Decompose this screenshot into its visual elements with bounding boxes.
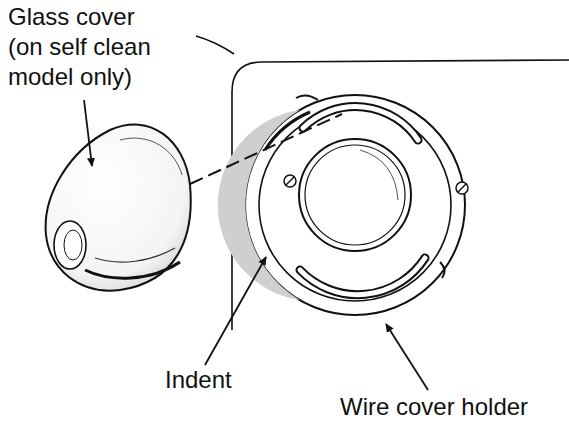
part-label: Wire cover holder [340,392,569,422]
wire-cover-holder [218,95,468,315]
glass-cover [46,124,191,290]
alignment-line [190,114,342,184]
leader-line [84,100,92,166]
part-label: Indent [165,365,285,395]
part-label: Glass cover (on self clean model only) [8,2,168,92]
leader-line [386,324,428,390]
leader-line [205,257,266,365]
oven-wall [196,36,569,330]
